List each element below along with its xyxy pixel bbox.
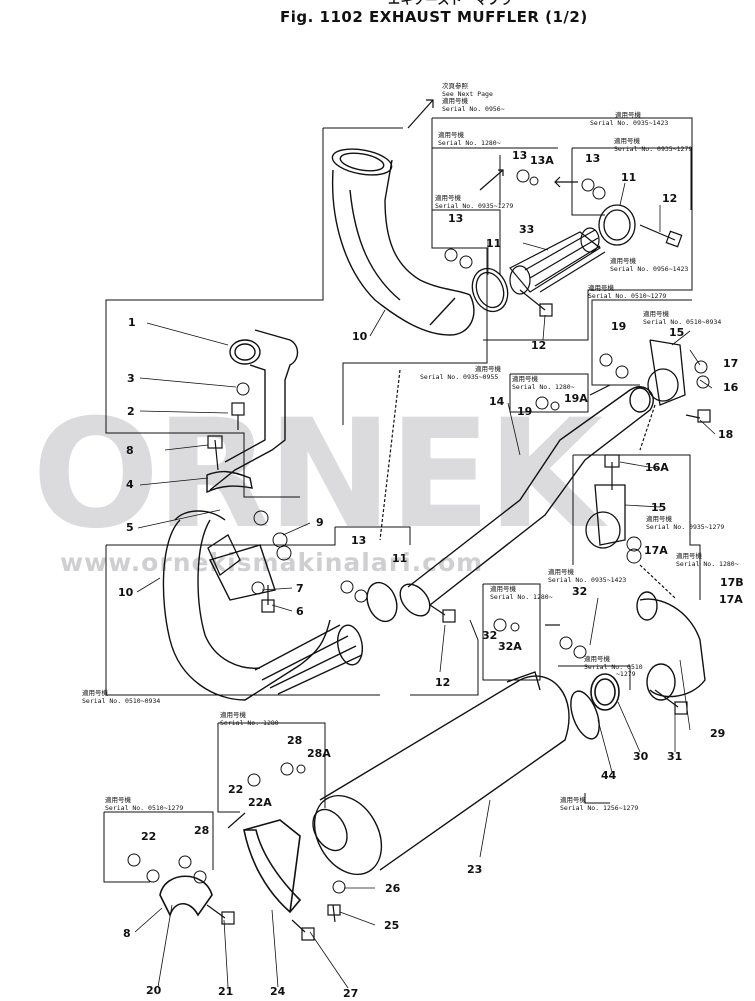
part-22-b: 22 — [141, 830, 157, 843]
leader-lines — [134, 182, 716, 989]
part-31: 31 — [667, 750, 683, 763]
part-22-a: 22 — [228, 783, 244, 796]
part-26: 26 — [385, 882, 401, 895]
part-23: 23 — [467, 863, 483, 876]
part-1: 1 — [128, 316, 136, 329]
part-30: 30 — [633, 750, 649, 763]
part-16: 16 — [723, 381, 739, 394]
part-21: 21 — [218, 985, 234, 998]
front-pipe — [206, 329, 299, 494]
part-19-a: 19 — [611, 320, 627, 333]
part-14: 14 — [489, 395, 505, 408]
part-5: 5 — [126, 521, 134, 534]
part-10-upper: 10 — [352, 330, 368, 343]
part-16A: 16A — [645, 461, 669, 474]
figure-title: Fig. 1102 EXHAUST MUFFLER (1/2) — [280, 8, 588, 26]
part-12-a: 12 — [662, 192, 678, 205]
part-27: 27 — [343, 987, 359, 1000]
part-33: 33 — [519, 223, 535, 236]
part-11-b: 11 — [486, 237, 502, 250]
part-17B: 17B — [720, 576, 744, 589]
part-17: 17 — [723, 357, 739, 370]
part-7: 7 — [296, 582, 304, 595]
upper-elbow-pipe — [331, 148, 475, 336]
part-29: 29 — [710, 727, 726, 740]
part-4: 4 — [126, 478, 134, 491]
part-8: 8 — [126, 444, 134, 457]
part-28A: 28A — [307, 747, 331, 760]
part-11-c: 11 — [392, 552, 408, 565]
japanese-title: エキゾースト マフラ — [388, 0, 513, 7]
part-12-b: 12 — [531, 339, 547, 352]
part-17A-a: 17A — [644, 544, 668, 557]
part-9: 9 — [316, 516, 324, 529]
part-32A: 32A — [498, 640, 522, 653]
subgroup-borders — [103, 117, 701, 883]
part-2: 2 — [127, 405, 135, 418]
tailpipe — [636, 591, 706, 701]
upper-clamps — [471, 204, 636, 313]
part-10-lower: 10 — [118, 586, 134, 599]
part-8-lower: 8 — [123, 927, 131, 940]
part-32-a: 32 — [572, 585, 588, 598]
part-13-d: 13 — [351, 534, 367, 547]
part-24: 24 — [270, 985, 286, 998]
part-22A: 22A — [248, 796, 272, 809]
part-13A: 13A — [530, 154, 554, 167]
reference-arrows — [227, 99, 676, 829]
part-15-b: 15 — [651, 501, 667, 514]
part-13-b: 13 — [585, 152, 601, 165]
watermark-url: www.orneki​smakinalari.com — [60, 548, 484, 577]
part-15-a: 15 — [669, 326, 685, 339]
part-19A: 19A — [564, 392, 588, 405]
part-12-c: 12 — [435, 676, 451, 689]
part-28-a: 28 — [287, 734, 303, 747]
part-11-a: 11 — [621, 171, 637, 184]
part-13-a: 13 — [512, 149, 528, 162]
part-3: 3 — [127, 372, 135, 385]
part-17A-b: 17A — [719, 593, 743, 606]
part-13-c: 13 — [448, 212, 464, 225]
muffler-bands — [159, 673, 620, 918]
part-44: 44 — [601, 769, 617, 782]
part-28-b: 28 — [194, 824, 210, 837]
part-20: 20 — [146, 984, 162, 997]
part-25: 25 — [384, 919, 400, 932]
part-6: 6 — [296, 605, 304, 618]
lower-elbow-pipe — [162, 510, 398, 701]
part-32-b: 32 — [482, 629, 498, 642]
watermark-logo: ORNEK — [32, 388, 603, 562]
part-18: 18 — [718, 428, 734, 441]
brackets — [207, 339, 686, 577]
flex-pipe-top — [509, 227, 606, 295]
muffler — [312, 671, 600, 876]
part-19-b: 19 — [517, 405, 533, 418]
